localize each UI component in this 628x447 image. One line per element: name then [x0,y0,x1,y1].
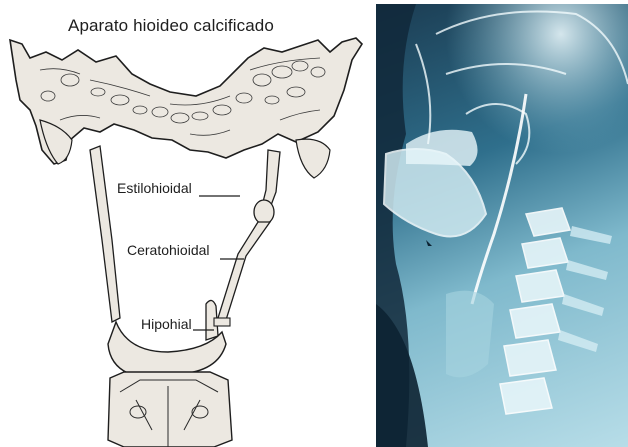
right-joint [254,200,274,224]
illustration-drawing [0,0,372,447]
spinous-processes [558,226,612,352]
larynx-shadow [446,291,494,378]
label-hipohial: Hipohial [141,316,192,332]
right-mastoid [296,139,330,178]
label-ceratohioidal: Ceratohioidal [127,242,210,258]
hyoid-apparatus-illustration: Aparato hioideo calcificado Estilohioida… [0,0,372,447]
figure-title: Aparato hioideo calcificado [68,16,274,36]
maxilla [406,130,478,166]
cervical-spine [500,208,570,414]
larynx [108,372,232,447]
lateral-radiograph [376,4,628,447]
left-stylohyoid [90,146,120,322]
right-ceratohyoid [218,222,270,320]
right-stylohyoid [262,150,280,208]
right-hypohyal-ring [214,318,230,326]
label-estilohioidal: Estilohioidal [117,180,192,196]
radiograph-drawing [376,4,628,447]
arrow-marker [426,240,432,246]
